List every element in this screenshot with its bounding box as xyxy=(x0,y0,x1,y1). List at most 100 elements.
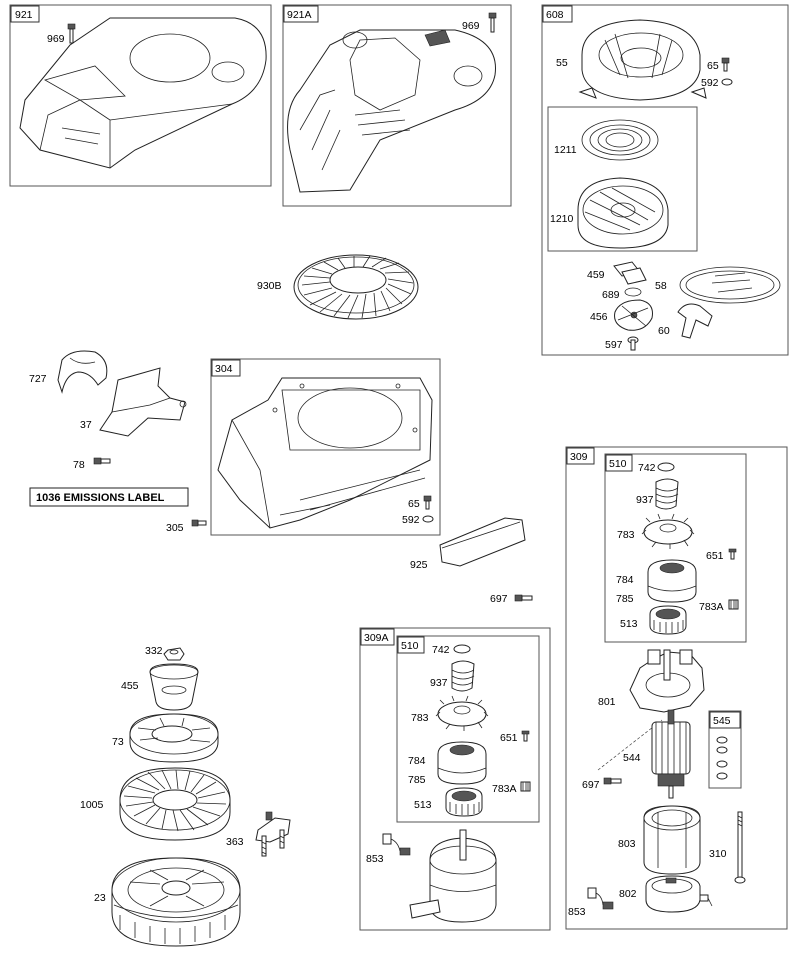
label-930B: 930B xyxy=(257,280,282,292)
clutch-784-b xyxy=(437,741,487,785)
label-65-a: 65 xyxy=(707,60,719,72)
screw-969-b xyxy=(488,12,497,33)
label-513-b: 513 xyxy=(414,799,432,811)
group-tag-921: 921 xyxy=(15,9,33,21)
label-783-b: 783 xyxy=(411,712,429,724)
retainer-456 xyxy=(614,299,653,331)
label-785-a: 785 xyxy=(616,593,634,605)
screw-969-a xyxy=(67,23,76,44)
label-1210: 1210 xyxy=(550,213,574,225)
emissions-label: 1036 EMISSIONS LABEL xyxy=(36,492,165,504)
label-1005: 1005 xyxy=(80,799,104,811)
label-455: 455 xyxy=(121,680,139,692)
rotating-screen-930B xyxy=(293,254,419,320)
armature-544 xyxy=(651,709,691,799)
bolt-310 xyxy=(734,811,746,884)
label-783A-b: 783A xyxy=(492,783,517,795)
group-frame-510-lower xyxy=(396,635,540,823)
label-801: 801 xyxy=(598,696,616,708)
label-727: 727 xyxy=(29,373,47,385)
group-tag-545: 545 xyxy=(713,715,731,727)
group-tag-309: 309 xyxy=(570,451,588,463)
spring-689 xyxy=(624,287,642,297)
housing-803 xyxy=(643,805,701,875)
gear-783-a xyxy=(641,513,695,549)
label-937-b: 937 xyxy=(430,677,448,689)
screw-305 xyxy=(191,519,207,527)
screw-78 xyxy=(93,457,111,465)
label-592-b: 592 xyxy=(402,514,420,526)
nut-592-b xyxy=(422,515,434,523)
group-frame-510-upper xyxy=(604,453,747,643)
label-305: 305 xyxy=(166,522,184,534)
label-310: 310 xyxy=(709,848,727,860)
label-1211: 1211 xyxy=(554,144,577,156)
ring-gear-513-b xyxy=(445,787,483,817)
label-853-b: 853 xyxy=(568,906,586,918)
label-58: 58 xyxy=(655,280,667,292)
cap-783A-b xyxy=(520,781,531,792)
label-60: 60 xyxy=(658,325,670,337)
label-802: 802 xyxy=(619,888,637,900)
screw-697-a xyxy=(514,594,533,602)
label-937-a: 937 xyxy=(636,494,654,506)
label-456: 456 xyxy=(590,311,608,323)
label-969-b: 969 xyxy=(462,20,480,32)
group-frame-309A xyxy=(359,627,551,931)
label-651-a: 651 xyxy=(706,550,724,562)
group-tag-304: 304 xyxy=(215,363,233,375)
label-78: 78 xyxy=(73,459,85,471)
cap-742-a xyxy=(657,462,675,472)
group-tag-309A: 309A xyxy=(364,632,389,644)
screen-73 xyxy=(129,713,219,763)
label-925: 925 xyxy=(410,559,428,571)
dog-459 xyxy=(613,261,647,285)
blower-cover-921A xyxy=(287,29,496,193)
screw-597 xyxy=(627,336,639,351)
label-363: 363 xyxy=(226,836,244,848)
emissions-label-box xyxy=(29,487,189,507)
nut-332 xyxy=(163,647,185,661)
label-784-a: 784 xyxy=(616,574,634,586)
label-651-b: 651 xyxy=(500,732,518,744)
group-tag-608: 608 xyxy=(546,9,564,21)
cap-742-b xyxy=(453,644,471,654)
connector-853-a xyxy=(382,833,411,856)
connector-853-b xyxy=(587,887,614,910)
label-969-a: 969 xyxy=(47,33,65,45)
cap-783A-a xyxy=(728,599,739,610)
label-784-b: 784 xyxy=(408,755,426,767)
group-tag-510-lower: 510 xyxy=(401,640,419,652)
label-332: 332 xyxy=(145,645,163,657)
label-803: 803 xyxy=(618,838,636,850)
screw-697-b xyxy=(603,777,622,785)
label-742-b: 742 xyxy=(432,644,450,656)
blower-cover-921 xyxy=(19,17,267,169)
group-tag-921A: 921A xyxy=(287,9,312,21)
group-frame-608 xyxy=(541,4,789,356)
flywheel-23 xyxy=(111,857,241,947)
baffle-925 xyxy=(439,517,526,567)
starter-rope-58 xyxy=(679,266,781,304)
group-frame-545 xyxy=(708,710,742,789)
pin-651-b xyxy=(521,730,530,742)
label-783A-a: 783A xyxy=(699,601,724,613)
label-23: 23 xyxy=(94,892,106,904)
label-55: 55 xyxy=(556,57,568,69)
starter-motor-309A xyxy=(409,829,497,923)
label-697-a: 697 xyxy=(490,593,508,605)
label-459: 459 xyxy=(587,269,605,281)
label-73: 73 xyxy=(112,736,124,748)
end-cap-802 xyxy=(645,875,713,913)
shield-727 xyxy=(57,350,108,394)
recoil-spring-1211 xyxy=(581,119,659,161)
label-853-a: 853 xyxy=(366,853,384,865)
cup-455 xyxy=(149,663,199,711)
group-frame-608-inner xyxy=(547,106,698,252)
group-tag-510-upper: 510 xyxy=(609,458,627,470)
washers-545 xyxy=(716,736,728,780)
screw-65-b xyxy=(423,495,432,510)
group-frame-304 xyxy=(210,358,441,536)
label-513-a: 513 xyxy=(620,618,638,630)
